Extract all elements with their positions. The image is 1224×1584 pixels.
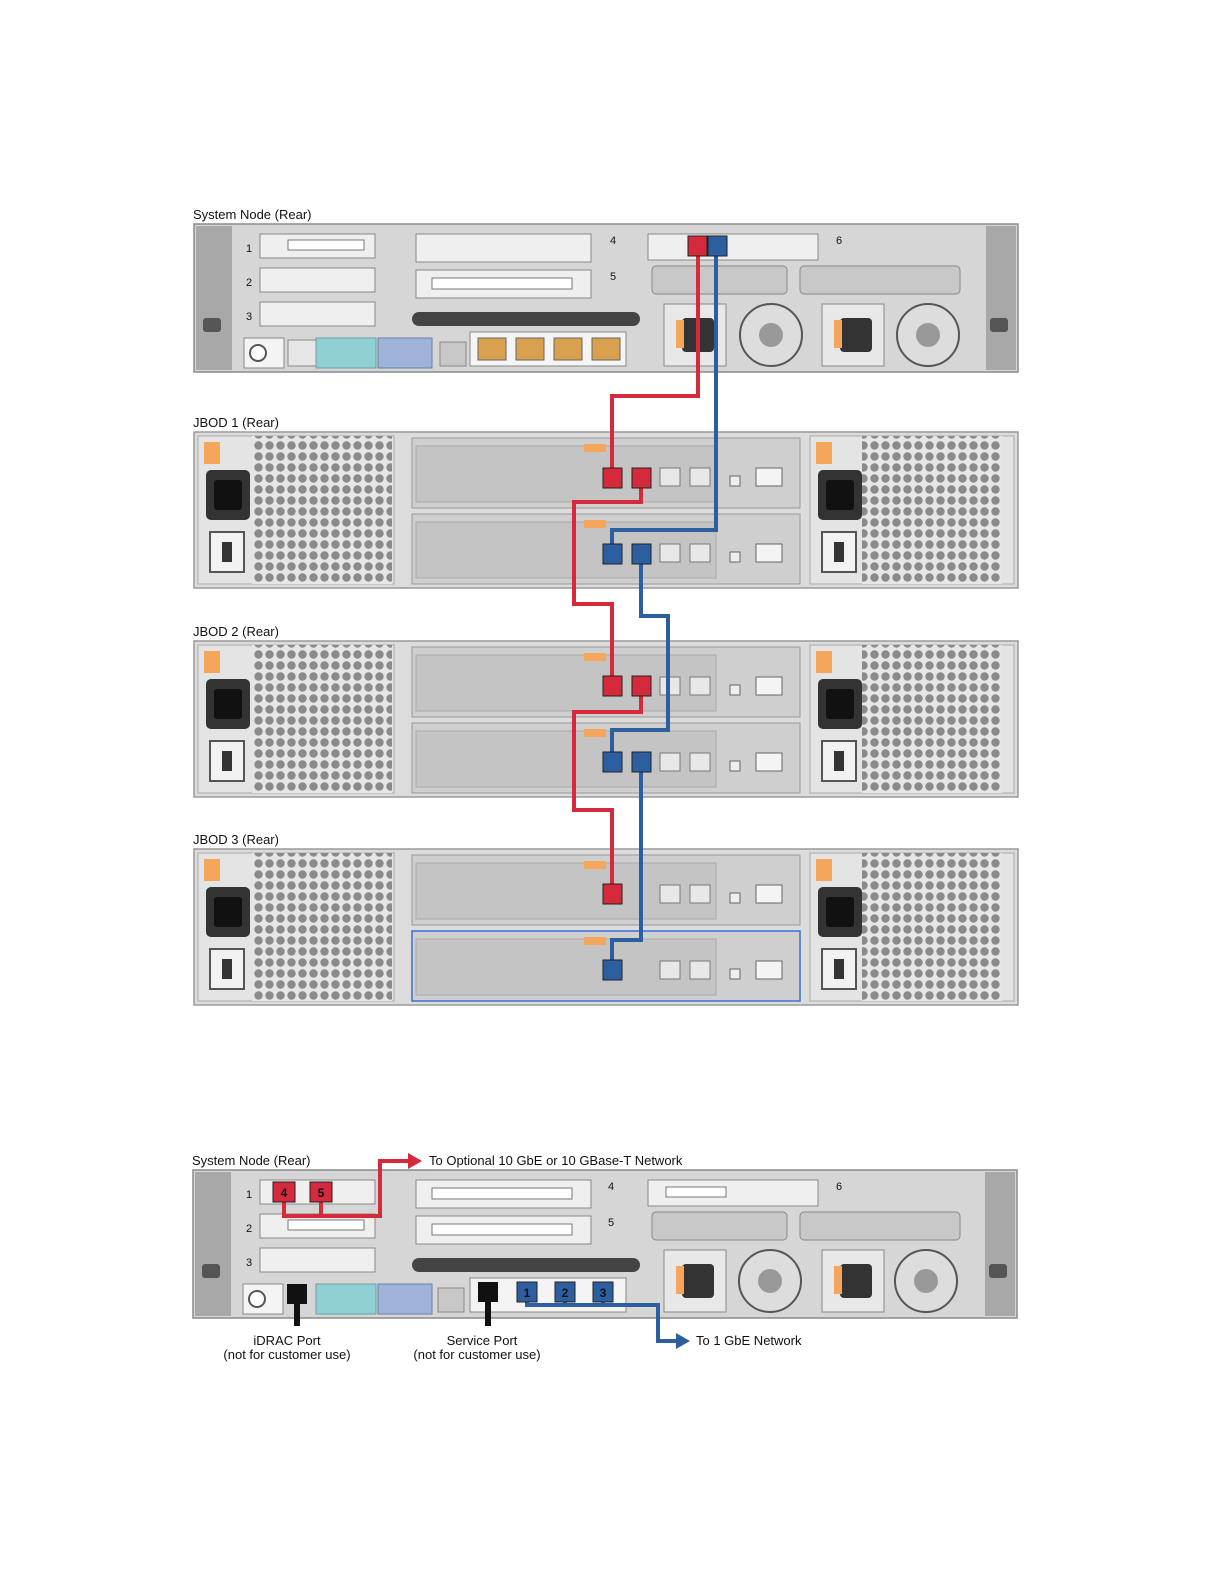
optional-network-label: To Optional 10 GbE or 10 GBase-T Network — [429, 1153, 683, 1168]
port-number: 1 — [524, 1286, 531, 1300]
slot-number: 5 — [608, 1217, 614, 1229]
slot-number: 1 — [246, 243, 252, 255]
port-number: 3 — [600, 1286, 607, 1300]
fan-grille-icon — [862, 853, 1002, 1001]
arrow-right-icon — [408, 1153, 422, 1169]
slot-number: 3 — [246, 311, 252, 323]
handle-icon — [989, 1264, 1007, 1278]
fan-grille-icon — [252, 436, 392, 584]
slot-number: 3 — [246, 1257, 252, 1269]
slot-number: 4 — [608, 1181, 614, 1193]
slot-number: 2 — [246, 277, 252, 289]
service-port-note: (not for customer use) — [413, 1347, 540, 1362]
fan-grille-icon — [252, 853, 392, 1001]
gbe-network-label: To 1 GbE Network — [696, 1333, 802, 1348]
handle-icon — [990, 318, 1008, 332]
jbod-enclosure — [194, 432, 1018, 588]
fan-grille-icon — [862, 645, 1002, 793]
port-number: 2 — [562, 1286, 569, 1300]
jbod-enclosure — [194, 641, 1018, 797]
slot-number: 2 — [246, 1223, 252, 1235]
idrac-port-label: iDRAC Port — [253, 1333, 321, 1348]
port-number: 4 — [281, 1186, 288, 1200]
jbod-enclosure — [194, 849, 1018, 1005]
system-node-chassis: 1 2 3 4 5 6 — [194, 224, 1018, 372]
handle-icon — [202, 1264, 220, 1278]
slot-number: 5 — [610, 271, 616, 283]
system-node-label: System Node (Rear) — [193, 207, 311, 222]
port-number: 5 — [318, 1186, 325, 1200]
slot-number: 6 — [836, 1181, 842, 1193]
service-port-label: Service Port — [447, 1333, 518, 1348]
slot-number: 1 — [246, 1189, 252, 1201]
jbod-label: JBOD 3 (Rear) — [193, 832, 279, 847]
handle-icon — [203, 318, 221, 332]
fan-grille-icon — [252, 645, 392, 793]
jbod-label: JBOD 2 (Rear) — [193, 624, 279, 639]
system-node-label-2: System Node (Rear) — [192, 1153, 310, 1168]
arrow-right-icon — [676, 1333, 690, 1349]
idrac-port-note: (not for customer use) — [223, 1347, 350, 1362]
slot-number: 4 — [610, 235, 616, 247]
fan-grille-icon — [862, 436, 1002, 584]
slot-number: 6 — [836, 235, 842, 247]
jbod-label: JBOD 1 (Rear) — [193, 415, 279, 430]
jbod-enclosures — [194, 432, 1018, 1005]
